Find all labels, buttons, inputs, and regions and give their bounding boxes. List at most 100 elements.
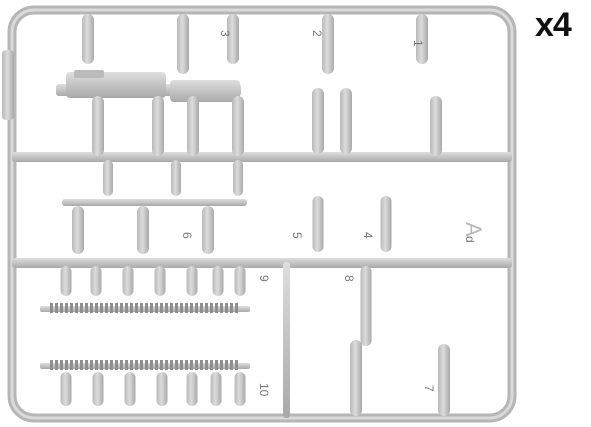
belt-cartridge <box>140 360 143 370</box>
sprue-part <box>360 266 372 346</box>
sprue-letter: A <box>461 222 486 237</box>
belt-cartridge <box>190 360 193 370</box>
sprue-part <box>186 372 198 406</box>
belt-cartridge <box>175 360 178 370</box>
belt-cartridge <box>75 303 78 313</box>
sprue-part <box>156 372 168 406</box>
part-number-5: 5 <box>290 232 304 239</box>
sprue-letter-small: d <box>463 236 477 243</box>
belt-cartridge <box>100 303 103 313</box>
sprue-part <box>124 372 136 406</box>
sprue-part <box>122 266 134 296</box>
belt-cartridge <box>175 303 178 313</box>
sprue-part <box>137 206 149 254</box>
sprue-part <box>103 160 113 196</box>
sprue-part <box>322 14 334 74</box>
belt-cartridge <box>80 303 83 313</box>
sprue-part <box>430 96 442 156</box>
part-number-7: 7 <box>422 385 436 392</box>
sprue-part <box>212 266 224 296</box>
belt-cartridge <box>225 360 228 370</box>
small-parts <box>60 14 450 416</box>
part-number-2: 2 <box>310 30 324 37</box>
sprue-part <box>233 160 243 196</box>
ammo-belt-upper <box>50 303 238 313</box>
belt-cartridge <box>110 360 113 370</box>
sprue-part <box>90 266 102 296</box>
belt-cartridge <box>95 303 98 313</box>
belt-cartridge <box>160 303 163 313</box>
belt-cartridge <box>65 360 68 370</box>
part-number-3: 3 <box>218 30 232 37</box>
belt-cartridge <box>225 303 228 313</box>
sprue-part <box>234 266 246 296</box>
sprue-tab <box>2 50 14 120</box>
belt-cartridge <box>220 303 223 313</box>
belt-cartridge <box>55 360 58 370</box>
sprue-part <box>72 206 84 254</box>
belt-cartridge <box>205 360 208 370</box>
part-number-8: 8 <box>342 275 356 282</box>
sprue-part <box>60 266 72 296</box>
sprue-part <box>187 96 199 156</box>
belt-cartridge <box>150 303 153 313</box>
sprue-part <box>380 196 392 252</box>
belt-cartridge <box>215 360 218 370</box>
belt-cartridge <box>165 360 168 370</box>
sprue-part <box>82 14 94 64</box>
sprue-part <box>202 206 214 254</box>
belt-cartridge <box>230 303 233 313</box>
belt-cartridge <box>145 360 148 370</box>
belt-cartridge <box>110 303 113 313</box>
belt-cartridge <box>150 360 153 370</box>
belt-cartridge <box>195 360 198 370</box>
belt-cartridge <box>70 360 73 370</box>
belt-cartridge <box>90 360 93 370</box>
sprue-part <box>60 372 72 406</box>
belt-cartridge <box>185 303 188 313</box>
sprue-part <box>92 96 104 156</box>
belt-cartridge <box>90 303 93 313</box>
belt-cartridge <box>55 303 58 313</box>
ammo-belt-lower <box>50 360 238 370</box>
sprue-part <box>210 372 222 406</box>
belt-cartridge <box>200 303 203 313</box>
belt-cartridge <box>75 360 78 370</box>
belt-cartridge <box>170 303 173 313</box>
belt-cartridge <box>180 360 183 370</box>
belt-cartridge <box>235 360 238 370</box>
sprue-part <box>312 196 324 252</box>
part-number-1: 1 <box>411 40 425 47</box>
part-number-4: 4 <box>361 232 375 239</box>
belt-cartridge <box>215 303 218 313</box>
sprue-part <box>186 266 198 296</box>
belt-cartridge <box>125 303 128 313</box>
belt-cartridge <box>105 360 108 370</box>
belt-cartridge <box>120 360 123 370</box>
sprue-part <box>177 14 189 74</box>
belt-cartridge <box>170 360 173 370</box>
belt-cartridge <box>135 360 138 370</box>
quantity-label: x4 <box>535 6 572 44</box>
inner-runners <box>12 152 512 418</box>
belt-cartridge <box>125 360 128 370</box>
sprue-part <box>232 96 244 156</box>
part-number-9: 9 <box>257 275 271 282</box>
belt-cartridge <box>60 303 63 313</box>
sprue-part <box>416 14 428 64</box>
belt-cartridge <box>105 303 108 313</box>
belt-cartridge <box>155 303 158 313</box>
belt-cartridge <box>155 360 158 370</box>
belt-cartridge <box>160 360 163 370</box>
belt-cartridge <box>50 360 53 370</box>
sprue-part <box>92 372 104 406</box>
sprue-part <box>234 372 246 406</box>
belt-cartridge <box>165 303 168 313</box>
belt-cartridge <box>205 303 208 313</box>
belt-cartridge <box>195 303 198 313</box>
gun-body-part <box>56 70 241 102</box>
sprue-part <box>438 344 450 416</box>
belt-cartridge <box>130 360 133 370</box>
belt-cartridge <box>100 360 103 370</box>
